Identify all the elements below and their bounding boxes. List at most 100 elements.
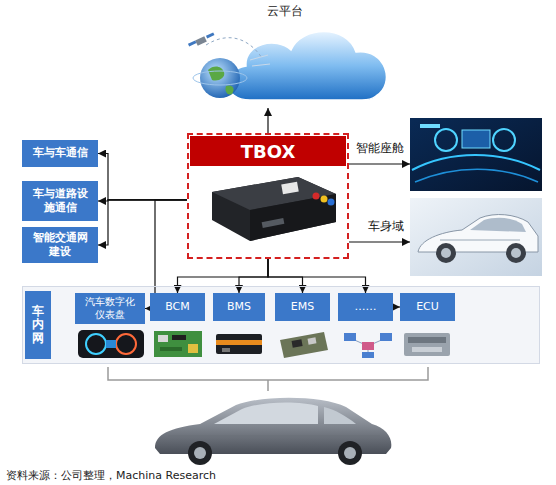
tbox-device-part	[262, 218, 285, 228]
img-node: 智能座舱	[410, 118, 542, 191]
cloud-illustration	[188, 32, 386, 101]
car-body-picture	[410, 198, 542, 276]
ecu-pictures-part	[216, 340, 262, 345]
ecu-pictures-part	[362, 342, 374, 350]
ecu-pictures	[78, 330, 450, 358]
car-body-picture-part	[470, 218, 526, 232]
node-text: 车身域	[368, 218, 404, 235]
cloud-illustration-part	[188, 40, 197, 46]
pbox-node: BMS	[213, 293, 265, 321]
cloud-node: 云平台	[175, 2, 395, 108]
node-text: BCM	[165, 300, 190, 314]
cockpit-picture	[410, 118, 542, 191]
ecu-pictures-part	[116, 334, 136, 354]
ecu-pictures-part	[280, 332, 328, 358]
caption: 资料来源：公司整理，Machina Research	[6, 468, 216, 483]
img-node: 车身域	[410, 198, 542, 276]
ecu-pictures-part	[78, 330, 144, 358]
cloud-illustration-part	[193, 71, 247, 85]
tbox-node: TBOX	[187, 133, 349, 259]
tbox-device-part	[328, 199, 335, 206]
node-text: TBOX	[241, 141, 296, 162]
cloud-illustration-part	[206, 32, 215, 38]
ecu-pictures-part	[380, 333, 392, 341]
cockpit-picture-part	[462, 130, 490, 148]
tbox-header: TBOX	[190, 136, 346, 166]
pbox-node: BCM	[150, 293, 205, 321]
pbox-node: EMS	[275, 293, 330, 321]
connector-arrow	[98, 200, 187, 245]
tbox-device	[212, 177, 336, 241]
in-vehicle-panel-ground	[22, 286, 540, 364]
cloud-illustration-part	[200, 58, 240, 98]
car-illustration-part	[324, 407, 356, 424]
blue-node: 车与道路设施通信	[22, 181, 98, 221]
car-body-picture-part	[436, 243, 456, 263]
cloud-illustration-part	[206, 38, 262, 58]
connector-arrow	[267, 108, 268, 133]
car-body-picture-part	[410, 198, 542, 276]
car-body-picture-part	[440, 240, 520, 241]
ecu-pictures-part	[216, 334, 262, 354]
ecu-pictures-part	[308, 337, 317, 344]
car-illustration-part	[168, 436, 380, 437]
cloud-illustration-part	[250, 55, 270, 66]
ecu-pictures-part	[404, 333, 450, 356]
node-text: 车与车通信	[33, 146, 88, 160]
cloud-illustration-part	[228, 32, 387, 101]
bracket	[108, 367, 428, 391]
car-body-picture-part	[506, 243, 526, 263]
car-body-picture-part	[511, 248, 521, 258]
tbox-device-part	[321, 196, 328, 203]
tbox-device-part	[313, 193, 320, 200]
cockpit-picture-part	[410, 118, 542, 191]
pbox-node: 汽车数字化仪表盘	[75, 293, 145, 324]
cockpit-picture-part	[435, 129, 457, 151]
car-illustration-part	[338, 441, 362, 465]
connector-arrow	[98, 154, 187, 200]
car-illustration-part	[214, 403, 318, 424]
connector-arrow	[349, 241, 410, 242]
ecu-pictures-part	[188, 344, 198, 353]
tbox-device-part	[250, 194, 336, 241]
connector-arrow	[268, 259, 366, 293]
blue-node: 智能交通网建设	[22, 227, 98, 263]
node-text: 智能交通网建设	[30, 231, 90, 260]
in-vehicle-panel-ground-part	[22, 286, 540, 364]
car-illustration	[155, 398, 391, 465]
connector-arrow	[239, 259, 268, 293]
panel-label-strip: 车内网	[25, 291, 51, 359]
connector-arrow	[349, 163, 410, 164]
car-illustration-part	[188, 441, 212, 465]
ecu-pictures-part	[158, 335, 168, 342]
node-text: ……	[355, 300, 377, 314]
node-text: 智能座舱	[356, 140, 404, 157]
node-text: 车与道路设施通信	[30, 187, 90, 216]
tbox-device-part	[212, 177, 336, 241]
cloud-illustration-part	[195, 36, 207, 46]
ecu-pictures-part	[172, 335, 186, 340]
ecu-pictures-part	[344, 333, 356, 341]
cockpit-picture-part	[415, 169, 538, 182]
ecu-pictures-part	[154, 331, 202, 357]
ecu-pictures-part	[408, 337, 446, 343]
bracket-part	[108, 367, 428, 391]
car-illustration-part	[194, 447, 206, 459]
car-illustration-part	[344, 447, 356, 459]
ecu-pictures-part	[160, 347, 182, 351]
node-text: 车内网	[32, 305, 44, 345]
pbox-node: ……	[338, 293, 393, 321]
cockpit-picture-part	[493, 129, 515, 151]
tbox-device-part	[281, 182, 298, 195]
node-text: BMS	[227, 300, 251, 314]
cockpit-picture-part	[412, 155, 540, 170]
ecu-pictures-part	[86, 334, 106, 354]
ecu-pictures-part	[292, 339, 303, 348]
ecu-pictures-part	[362, 352, 374, 358]
connector-arrow	[268, 259, 303, 293]
node-text: 汽车数字化仪表盘	[82, 296, 138, 321]
node-text: EMS	[291, 300, 314, 314]
car-body-picture-part	[441, 248, 451, 258]
node-text: ECU	[416, 300, 439, 314]
pbox-node: ECU	[400, 293, 455, 321]
